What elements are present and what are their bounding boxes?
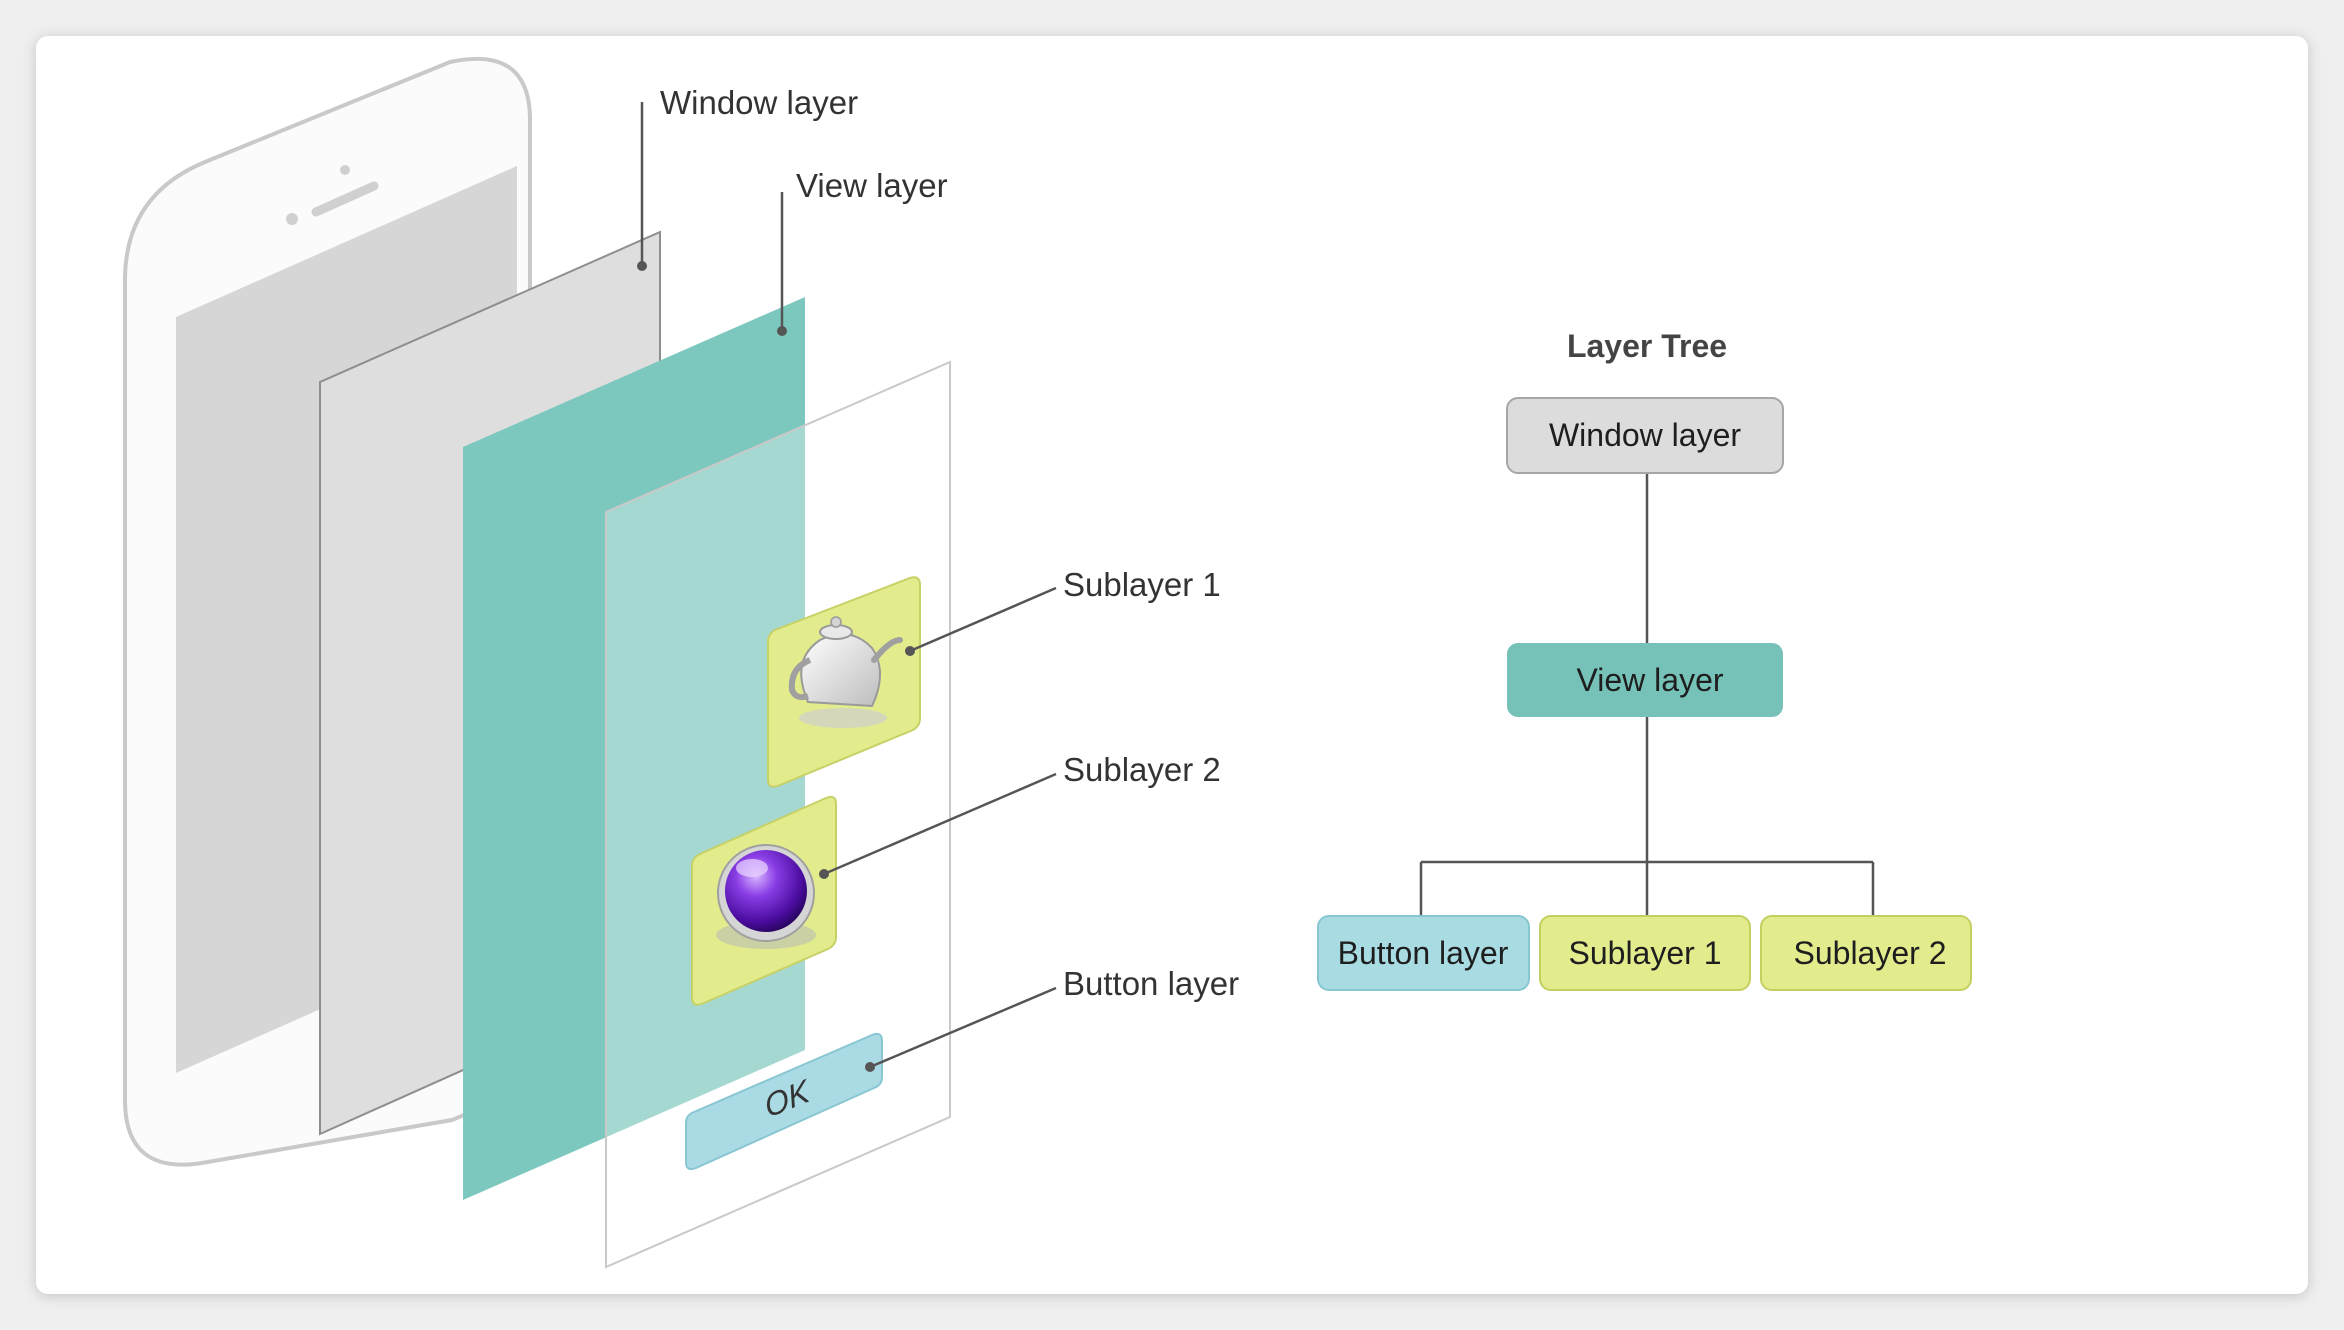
tree-node-sublayer-1-label: Sublayer 1	[1569, 935, 1722, 971]
button-layer-plane: OK	[685, 1032, 883, 1171]
window-layer-callout: Window layer	[637, 84, 858, 271]
view-layer-label: View layer	[796, 167, 948, 204]
tree-node-sublayer-1: Sublayer 1	[1539, 915, 1751, 991]
sublayer-1-label: Sublayer 1	[1063, 566, 1221, 603]
phone-sensor	[340, 165, 350, 175]
tree-node-sublayer-2: Sublayer 2	[1760, 915, 1972, 991]
sublayer-1-plane	[767, 576, 921, 788]
button-layer-callout: Button layer	[865, 965, 1239, 1072]
button-layer-label: Button layer	[1063, 965, 1239, 1002]
tree-connectors	[1419, 473, 1875, 916]
window-layer-label: Window layer	[660, 84, 858, 121]
sublayer-2-label: Sublayer 2	[1063, 751, 1221, 788]
purple-sphere-icon	[716, 844, 816, 949]
sublayer-1-callout: Sublayer 1	[905, 566, 1221, 656]
phone-speaker	[311, 181, 379, 217]
tree-node-window-layer: Window layer	[1506, 397, 1784, 474]
sublayer-2-plane	[691, 795, 837, 1006]
tree-node-sublayer-2-label: Sublayer 2	[1794, 935, 1947, 971]
layer-tree: Layer Tree Window layer View layer Butto…	[1317, 328, 1972, 991]
tree-title: Layer Tree	[1567, 328, 1727, 364]
tree-node-view-layer: View layer	[1507, 643, 1783, 717]
tree-node-button-layer: Button layer	[1317, 915, 1530, 991]
tree-node-button-label: Button layer	[1338, 935, 1509, 971]
sublayer-2-callout: Sublayer 2	[819, 751, 1221, 879]
tree-node-window-label: Window layer	[1549, 417, 1741, 453]
phone-camera	[286, 213, 298, 225]
view-layer-callout: View layer	[777, 167, 948, 336]
teapot-icon	[788, 616, 903, 728]
tree-node-view-label: View layer	[1576, 662, 1723, 698]
